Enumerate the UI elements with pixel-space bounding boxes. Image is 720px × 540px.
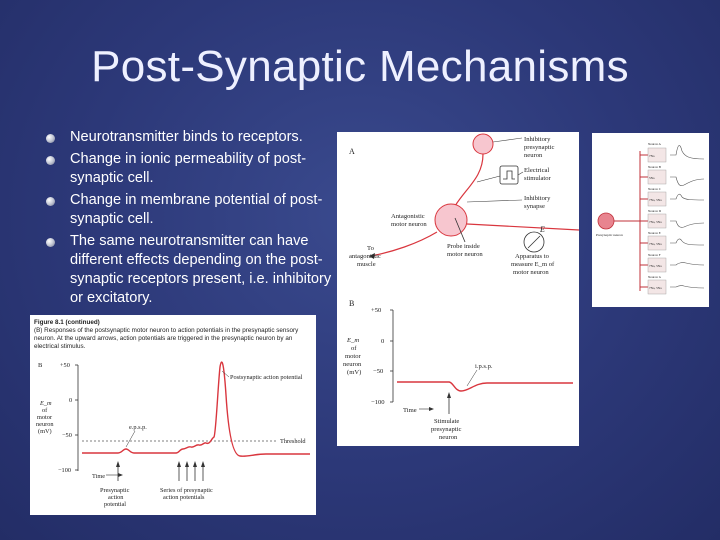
caption-title: Figure 8.1 (continued)	[34, 319, 100, 326]
svg-text:E: E	[539, 225, 545, 234]
divergence-figure: Presynaptic neuron 7Na 5Na 7Na, 5Na 7Na,…	[592, 133, 709, 307]
bullet-item: Neurotransmitter binds to receptors.	[46, 128, 338, 147]
svg-text:5Na: 5Na	[649, 176, 655, 180]
svg-text:+50: +50	[60, 362, 70, 369]
svg-text:7Na: 7Na	[649, 154, 655, 158]
ipsp-trace	[397, 381, 573, 392]
presynaptic-axon	[454, 153, 484, 207]
bullet-text: Neurotransmitter binds to receptors.	[70, 129, 303, 145]
svg-text:i.p.s.p.: i.p.s.p.	[475, 363, 493, 370]
bullet-icon	[46, 134, 55, 143]
svg-text:Neuron G: Neuron G	[648, 275, 662, 279]
stimulus-arrows	[177, 461, 205, 481]
svg-text:7Na, 5Na: 7Na, 5Na	[649, 198, 662, 203]
svg-text:0: 0	[69, 397, 72, 404]
stimulator-box	[499, 165, 519, 185]
svg-text:Neuron C: Neuron C	[648, 187, 662, 191]
svg-text:7Na, 5Na: 7Na, 5Na	[649, 242, 662, 247]
action-potential-trace	[82, 361, 310, 457]
svg-text:Neuron A: Neuron A	[648, 142, 662, 146]
bullet-text: The same neurotransmitter can have diffe…	[70, 233, 332, 306]
svg-text:Time: Time	[403, 407, 417, 414]
bullet-text: Change in ionic permeability of post-syn…	[70, 151, 307, 186]
presynaptic-neuron-shape	[472, 133, 494, 155]
bullet-list: Neurotransmitter binds to receptors. Cha…	[46, 128, 338, 311]
slide-title: Post-Synaptic Mechanisms	[91, 42, 629, 91]
svg-text:−100: −100	[58, 467, 71, 474]
bullet-text: Change in membrane potential of post-syn…	[70, 192, 323, 227]
motor-neuron-shape	[434, 203, 468, 237]
pulse-icon	[503, 170, 515, 180]
neuron-rows: 7Na 5Na 7Na, 5Na 7Na, 5Na 7Na, 5Na 7Na, …	[640, 142, 705, 295]
svg-text:Postsynaptic action potential: Postsynaptic action potential	[230, 374, 303, 381]
svg-text:7Na, 5Na: 7Na, 5Na	[649, 286, 662, 291]
svg-text:Neuron B: Neuron B	[648, 165, 662, 169]
svg-text:+50: +50	[371, 307, 382, 314]
svg-text:Presynaptic neuron: Presynaptic neuron	[596, 233, 623, 237]
svg-text:Threshold: Threshold	[280, 438, 306, 445]
panel-a-label: A	[349, 147, 355, 156]
svg-text:Neuron F: Neuron F	[648, 253, 661, 257]
svg-text:−100: −100	[371, 399, 385, 406]
figure-caption: Figure 8.1 (continued) (B) Responses of …	[34, 319, 312, 351]
caption-body: (B) Responses of the postsynaptic motor …	[34, 327, 299, 350]
svg-text:7Na, 5Na: 7Na, 5Na	[649, 220, 662, 225]
svg-text:Neuron E: Neuron E	[648, 231, 661, 235]
svg-text:e.p.s.p.: e.p.s.p.	[129, 424, 147, 431]
bullet-icon	[46, 238, 55, 247]
svg-text:B: B	[349, 299, 354, 308]
antagonistic-axon	[370, 231, 438, 257]
svg-text:Time: Time	[92, 473, 105, 480]
epsp-figure: Figure 8.1 (continued) (B) Responses of …	[30, 315, 316, 515]
motor-axon	[466, 223, 580, 231]
svg-text:−50: −50	[373, 368, 384, 375]
divergence-svg: Presynaptic neuron 7Na 5Na 7Na, 5Na 7Na,…	[596, 142, 705, 295]
svg-text:0: 0	[381, 338, 385, 345]
bullet-icon	[46, 156, 55, 165]
bullet-item: Change in ionic permeability of post-syn…	[46, 150, 338, 188]
svg-text:Neuron D: Neuron D	[648, 209, 662, 213]
bullet-item: The same neurotransmitter can have diffe…	[46, 232, 338, 308]
svg-text:B: B	[38, 362, 43, 369]
presynaptic-neuron-shape	[597, 212, 615, 230]
svg-text:7Na, 5Na: 7Na, 5Na	[649, 264, 662, 269]
svg-text:−50: −50	[62, 432, 72, 439]
bullet-item: Change in membrane potential of post-syn…	[46, 191, 338, 229]
bullet-icon	[46, 197, 55, 206]
